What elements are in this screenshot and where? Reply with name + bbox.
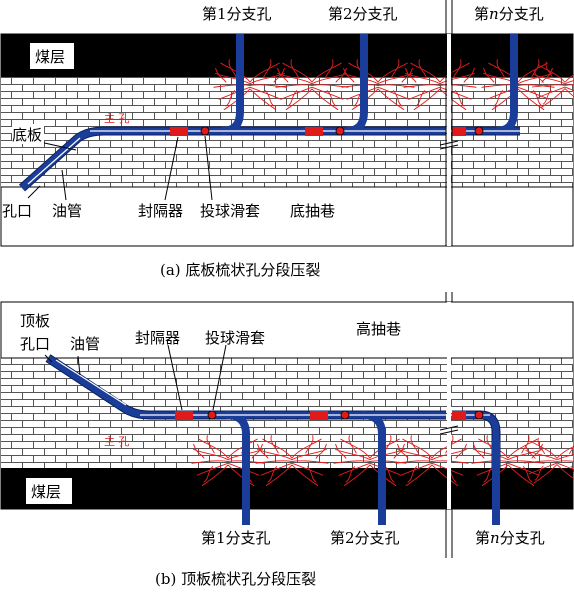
panel-a-branch-2-label: 第2分支孔 bbox=[328, 5, 398, 23]
panel-a-floor-label: 底板 bbox=[12, 126, 42, 144]
panel-a-floor-label-bg bbox=[12, 124, 44, 144]
panel-b-packer bbox=[175, 411, 193, 420]
panel-b-packer-label: 封隔器 bbox=[135, 329, 180, 347]
panel-a-ball-sleeve-label: 投球滑套 bbox=[200, 202, 260, 220]
panel-b-roof-label: 顶板 bbox=[20, 312, 50, 330]
panel-b-coal-label: 煤层 bbox=[31, 483, 61, 501]
panel-b-collar-label: 孔口 bbox=[20, 335, 50, 353]
panel-a-coal-label: 煤层 bbox=[35, 48, 65, 66]
panel-b-ball-sleeve-label: 投球滑套 bbox=[205, 329, 265, 347]
panel-b-main-hole-label: 主 孔 bbox=[104, 435, 130, 448]
panel-a-branch-1-label: 第1分支孔 bbox=[202, 5, 272, 23]
panel-b-tools bbox=[175, 410, 484, 420]
panel-a-ball-sleeve bbox=[474, 126, 484, 136]
panel-a-caption: (a) 底板梳状孔分段压裂 bbox=[160, 261, 320, 279]
panel-b-ball-sleeve bbox=[474, 410, 484, 420]
panel-a-tools bbox=[170, 126, 484, 136]
panel-a-packer bbox=[452, 127, 466, 136]
panel-b-branch-n-label: 第n分支孔 bbox=[475, 529, 545, 547]
panel-a-packer-label: 封隔器 bbox=[138, 202, 183, 220]
panel-b-roadway-label: 高抽巷 bbox=[356, 320, 401, 338]
panel-b-caption: (b) 顶板梳状孔分段压裂 bbox=[155, 570, 316, 588]
panel-a-main-hole-label: 主 孔 bbox=[104, 112, 130, 125]
panel-a-roadway-label: 底抽巷 bbox=[290, 202, 335, 220]
panel-b-leaders bbox=[44, 344, 227, 411]
panel-a-branch-n-label: 第n分支孔 bbox=[474, 5, 544, 23]
panel-a-coal-seam bbox=[1, 34, 573, 77]
panel-b-ball-sleeve bbox=[207, 410, 217, 420]
panel-b-coal-label-bg bbox=[26, 478, 72, 504]
panel-a-tubing bbox=[19, 34, 520, 192]
panel-a-collar-label: 孔口 bbox=[2, 202, 32, 220]
panel-b-branch-1-label: 第1分支孔 bbox=[201, 529, 271, 547]
panel-b-ball-sleeve bbox=[340, 410, 350, 420]
panel-a-tubing-label: 油管 bbox=[52, 202, 82, 220]
panel-b-coal-seam bbox=[1, 468, 573, 509]
panel-a-packer bbox=[170, 127, 188, 136]
panel-a-leaders bbox=[27, 135, 213, 201]
panel-a-break-marker bbox=[439, 0, 459, 246]
panel-b-break-marker bbox=[439, 302, 459, 509]
panel-a-ball-sleeve bbox=[335, 126, 345, 136]
panel-a-packer bbox=[305, 127, 323, 136]
panel-a: 第1分支孔 第2分支孔 第n分支孔 煤层 底板 主 孔 孔口 油管 封隔器 投球… bbox=[0, 0, 574, 279]
panel-b: 顶板 孔口 油管 封隔器 投球滑套 高抽巷 主 孔 煤层 第1分支孔 第2分支孔… bbox=[0, 292, 574, 588]
panel-b-tubing-label: 油管 bbox=[70, 335, 100, 353]
panel-b-branch-2-label: 第2分支孔 bbox=[330, 529, 400, 547]
panel-b-packer bbox=[452, 411, 466, 420]
panel-a-coal-label-bg bbox=[30, 43, 74, 69]
panel-b-packer bbox=[310, 411, 328, 420]
panel-a-ball-sleeve bbox=[200, 126, 210, 136]
